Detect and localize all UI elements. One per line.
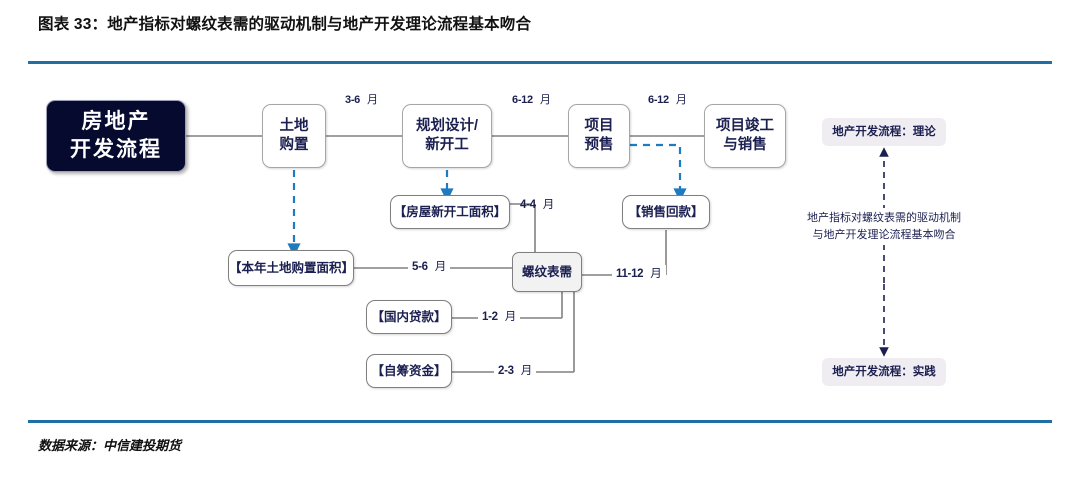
legend-label-theory: 地产开发流程：理论 [822, 118, 946, 146]
flow-node-stage-1[interactable]: 规划设计/ 新开工 [402, 104, 492, 168]
source-note: 数据来源：中信建投期货 [38, 438, 182, 453]
indicator-new-construction-area[interactable]: 【房屋新开工面积】 [390, 195, 510, 229]
legend-label-practice: 地产开发流程：实践 [822, 358, 946, 386]
flow-diagram: 房地产 开发流程 土地 购置 规划设计/ 新开工 项目 预售 项目竣工 与销售 … [0, 62, 1080, 418]
indicator-rebar-demand-hub[interactable]: 螺纹表需 [512, 252, 582, 292]
indicator-self-raised-funds[interactable]: 【自筹资金】 [366, 354, 452, 388]
flow-node-stage-2[interactable]: 项目 预售 [568, 104, 630, 168]
flow-node-stage-0[interactable]: 土地 购置 [262, 104, 326, 168]
dashed-link-receipts [630, 143, 687, 202]
page-title: 图表 33：地产指标对螺纹表需的驱动机制与地产开发理论流程基本吻合 [38, 16, 532, 33]
flow-node-hero[interactable]: 房地产 开发流程 [46, 100, 186, 172]
flow-node-stage-3[interactable]: 项目竣工 与销售 [704, 104, 786, 168]
indicator-land-purchase-area[interactable]: 【本年土地购置面积】 [228, 250, 354, 286]
hub-connectors [354, 203, 667, 373]
indicator-sales-receipts[interactable]: 【销售回款】 [622, 195, 710, 229]
legend-note: 地产指标对螺纹表需的驱动机制 与地产开发理论流程基本吻合 [800, 208, 968, 245]
header-divider [28, 61, 1052, 64]
footer-divider [28, 420, 1052, 423]
indicator-domestic-loans[interactable]: 【国内贷款】 [366, 300, 452, 334]
